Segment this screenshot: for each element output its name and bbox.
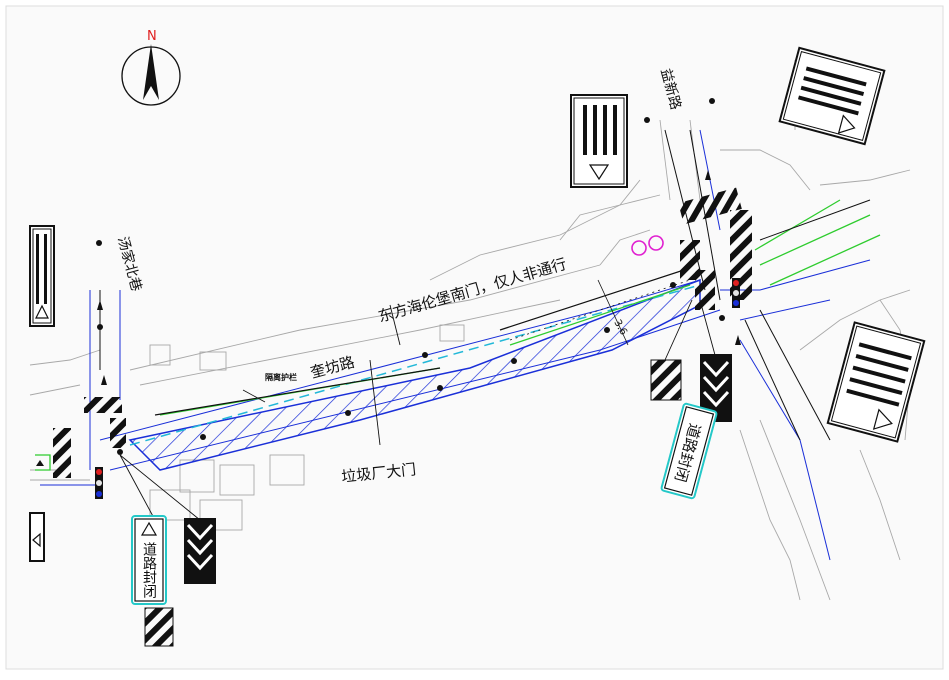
- stripe-barrier-left: [144, 607, 174, 647]
- sign-left-edge-bottom: [29, 512, 45, 562]
- guardrail: 隔离护栏: [154, 267, 691, 416]
- magenta-markers: [631, 235, 664, 256]
- north-compass: N: [121, 29, 181, 106]
- traffic-light-right: [732, 278, 740, 308]
- background-outlines: [29, 60, 911, 601]
- notice-sign-top: [570, 94, 628, 188]
- leader-lines: [119, 299, 716, 521]
- north-label: N: [147, 29, 157, 44]
- post-markers: [96, 98, 725, 455]
- notice-sign-right: [826, 321, 926, 443]
- chevron-board-left: [184, 518, 216, 584]
- road-closed-sign-right: 道路封闭: [660, 402, 718, 500]
- road-closed-sign-left: 道路封闭: [131, 515, 167, 605]
- notice-sign-top-right: [778, 46, 886, 146]
- zebra-crossings: [53, 187, 752, 478]
- road-closed-text-left: 道路封闭: [141, 542, 157, 599]
- lane-arrows: [36, 170, 741, 466]
- notice-sign-left-edge: [29, 225, 55, 327]
- guardrail-label: 隔离护栏: [265, 372, 297, 382]
- stripe-barrier-right: [650, 359, 682, 401]
- construction-zone: [128, 278, 701, 471]
- traffic-light-left: [95, 467, 103, 499]
